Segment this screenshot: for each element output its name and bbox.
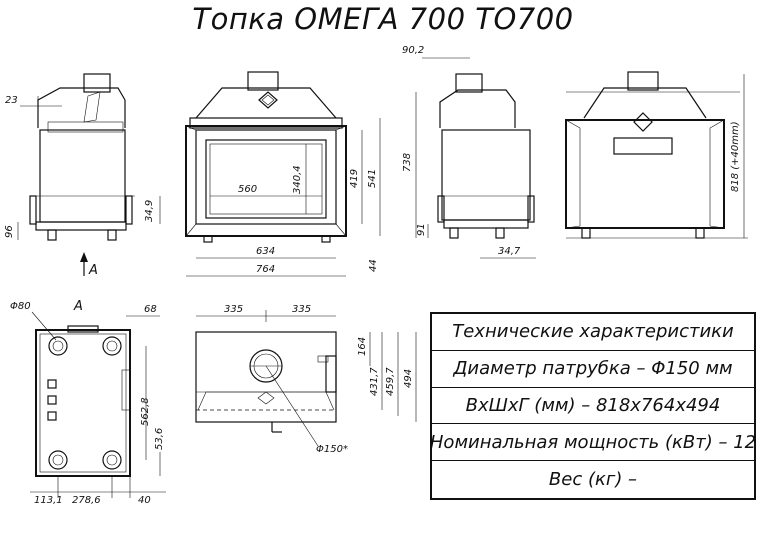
dim-541: 541 xyxy=(367,169,378,188)
side-view-right: 90,2 738 91 34,7 xyxy=(402,45,536,259)
dim-44: 44 xyxy=(368,259,379,272)
drawing-title: Топка ОМЕГА 700 ТО700 xyxy=(192,2,574,36)
dim-90-2: 90,2 xyxy=(402,45,424,56)
dim-23: 23 xyxy=(5,95,18,106)
dim-278-6: 278,6 xyxy=(72,495,101,506)
top-view: 335 335 Φ150* 164 431,7 459,7 494 xyxy=(195,304,417,455)
dim-764: 764 xyxy=(256,264,275,275)
specs-header: Технические характеристики xyxy=(432,314,754,351)
specs-table: Технические характеристики Диаметр патру… xyxy=(430,312,756,500)
dim-419: 419 xyxy=(349,169,360,188)
dim-phi80: Φ80 xyxy=(10,301,31,312)
dim-91: 91 xyxy=(416,223,427,236)
dim-34-7: 34,7 xyxy=(498,246,521,257)
section-a-label: A xyxy=(73,299,83,314)
dim-34-9: 34,9 xyxy=(144,200,155,222)
dim-335-right: 335 xyxy=(292,304,311,315)
dim-634: 634 xyxy=(256,246,275,257)
dim-459-7: 459,7 xyxy=(385,367,396,396)
dim-818: 818 (+40mm) xyxy=(730,121,741,192)
spec-size: ВхШхГ (мм) – 818х764х494 xyxy=(432,388,754,425)
dim-738: 738 xyxy=(402,153,413,172)
spec-diameter: Диаметр патрубка – Φ150 мм xyxy=(432,351,754,388)
dim-68: 68 xyxy=(144,304,157,315)
dim-560: 560 xyxy=(238,184,257,195)
spec-weight: Вес (кг) – xyxy=(548,469,638,491)
section-a-view: A Φ80 68 562,8 53,6 113,1 278,6 40 xyxy=(10,299,166,506)
front-view: 560 340,4 419 541 634 764 44 xyxy=(185,71,381,277)
dim-96: 96 xyxy=(4,225,15,238)
dim-431-7: 431,7 xyxy=(369,367,380,396)
dim-340-4: 340,4 xyxy=(292,165,303,194)
view-a-marker: A xyxy=(88,263,98,278)
spec-power: Номинальная мощность (кВт) – 12 xyxy=(430,424,756,462)
dim-562-8: 562,8 xyxy=(140,397,151,426)
dim-phi150: Φ150* xyxy=(316,444,348,455)
dim-113-1: 113,1 xyxy=(34,495,63,506)
dim-494: 494 xyxy=(403,369,414,388)
dim-335-left: 335 xyxy=(224,304,243,315)
dim-53-6: 53,6 xyxy=(154,428,165,450)
side-view-left: 23 96 34,9 A xyxy=(4,73,161,278)
back-view: 818 (+40mm) xyxy=(565,71,748,239)
dim-40: 40 xyxy=(138,495,151,506)
dim-164: 164 xyxy=(357,337,368,356)
